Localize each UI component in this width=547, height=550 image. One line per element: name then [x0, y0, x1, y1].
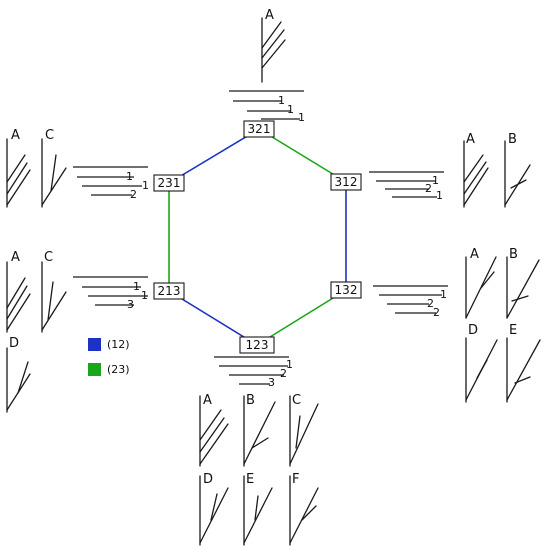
legend-label: (23) [107, 363, 130, 376]
stack-number: 1 [133, 280, 140, 293]
tree-312-a: A [463, 132, 489, 208]
tree-label: E [509, 323, 517, 338]
tree-label: A [11, 250, 20, 265]
stack-number: 2 [433, 306, 440, 319]
edge-132-123 [256, 289, 347, 346]
tree-label: C [45, 128, 54, 143]
stack-number: 1 [141, 289, 148, 302]
stack-213: 1 1 3 [73, 276, 148, 311]
tree-label: C [292, 393, 301, 408]
tree-213-d: D [6, 336, 31, 413]
stack-number: 2 [425, 182, 432, 195]
tree-label: F [292, 472, 299, 487]
stack-231: 1 1 2 [73, 166, 149, 201]
node-label: 312 [335, 175, 358, 189]
stack-123: 1 2 3 [214, 356, 293, 389]
node-label: 132 [335, 283, 358, 297]
stack-number: 1 [287, 103, 294, 116]
legend-swatch-blue [88, 338, 101, 351]
tree-123-e: E [243, 472, 273, 546]
node-312[interactable]: 312 [330, 173, 362, 191]
tree-label: A [203, 393, 212, 408]
stack-number: 1 [432, 174, 439, 187]
edge-231-321 [168, 128, 260, 184]
tree-label: A [466, 132, 475, 147]
tree-231-c: C [41, 128, 67, 208]
stack-number: 1 [436, 189, 443, 202]
legend-item-12: (12) [88, 338, 130, 351]
node-231[interactable]: 231 [153, 174, 185, 192]
node-132[interactable]: 132 [330, 281, 362, 299]
tree-123-d: D [199, 472, 229, 546]
tree-132-a: A [465, 247, 497, 319]
tree-231-a: A [6, 128, 31, 208]
tree-123-a: A [199, 393, 229, 467]
tree-123-b: B [243, 393, 276, 467]
tree-213-c: C [41, 250, 67, 333]
tree-label: A [265, 8, 274, 23]
tree-label: D [9, 336, 19, 351]
legend-label: (12) [107, 338, 130, 351]
node-label: 123 [246, 338, 269, 352]
stack-number: 1 [298, 111, 305, 124]
node-label: 321 [248, 122, 271, 136]
node-label: 231 [158, 176, 181, 190]
stack-312: 1 2 1 [369, 171, 444, 202]
legend-swatch-green [88, 363, 101, 376]
stack-number: 3 [268, 376, 275, 389]
tree-312-b: B [504, 132, 531, 208]
tree-213-a: A [6, 250, 31, 333]
tree-label: A [11, 128, 20, 143]
stack-number: 2 [427, 297, 434, 310]
stack-number: 2 [130, 188, 137, 201]
node-123[interactable]: 123 [239, 336, 275, 354]
node-321[interactable]: 321 [243, 120, 275, 138]
tree-132-d: D [465, 323, 498, 403]
tree-132-e: E [506, 323, 541, 403]
stack-number: 1 [440, 288, 447, 301]
tree-123-c: C [289, 393, 319, 467]
node-label: 213 [158, 284, 181, 298]
hexagon-edges [168, 128, 347, 346]
edge-321-312 [258, 128, 347, 183]
stack-number: 3 [127, 298, 134, 311]
stack-number: 1 [126, 170, 133, 183]
node-213[interactable]: 213 [153, 282, 185, 300]
legend-item-23: (23) [88, 363, 130, 376]
stack-number: 2 [280, 367, 287, 380]
stack-132: 1 2 2 [373, 285, 448, 319]
tree-label: B [509, 247, 518, 262]
stack-number: 1 [278, 94, 285, 107]
tree-label: D [468, 323, 478, 338]
tree-321-a: A [261, 8, 286, 83]
tree-label: D [203, 472, 213, 487]
tree-123-f: F [289, 472, 319, 546]
stack-321: 1 1 1 [229, 90, 305, 124]
tree-132-b: B [506, 247, 540, 319]
stack-number: 1 [142, 179, 149, 192]
tree-label: E [246, 472, 254, 487]
tree-label: A [470, 247, 479, 262]
edge-123-213 [168, 290, 258, 346]
tree-label: B [246, 393, 255, 408]
stack-number: 1 [286, 358, 293, 371]
tree-label: C [44, 250, 53, 265]
tree-label: B [508, 132, 517, 147]
